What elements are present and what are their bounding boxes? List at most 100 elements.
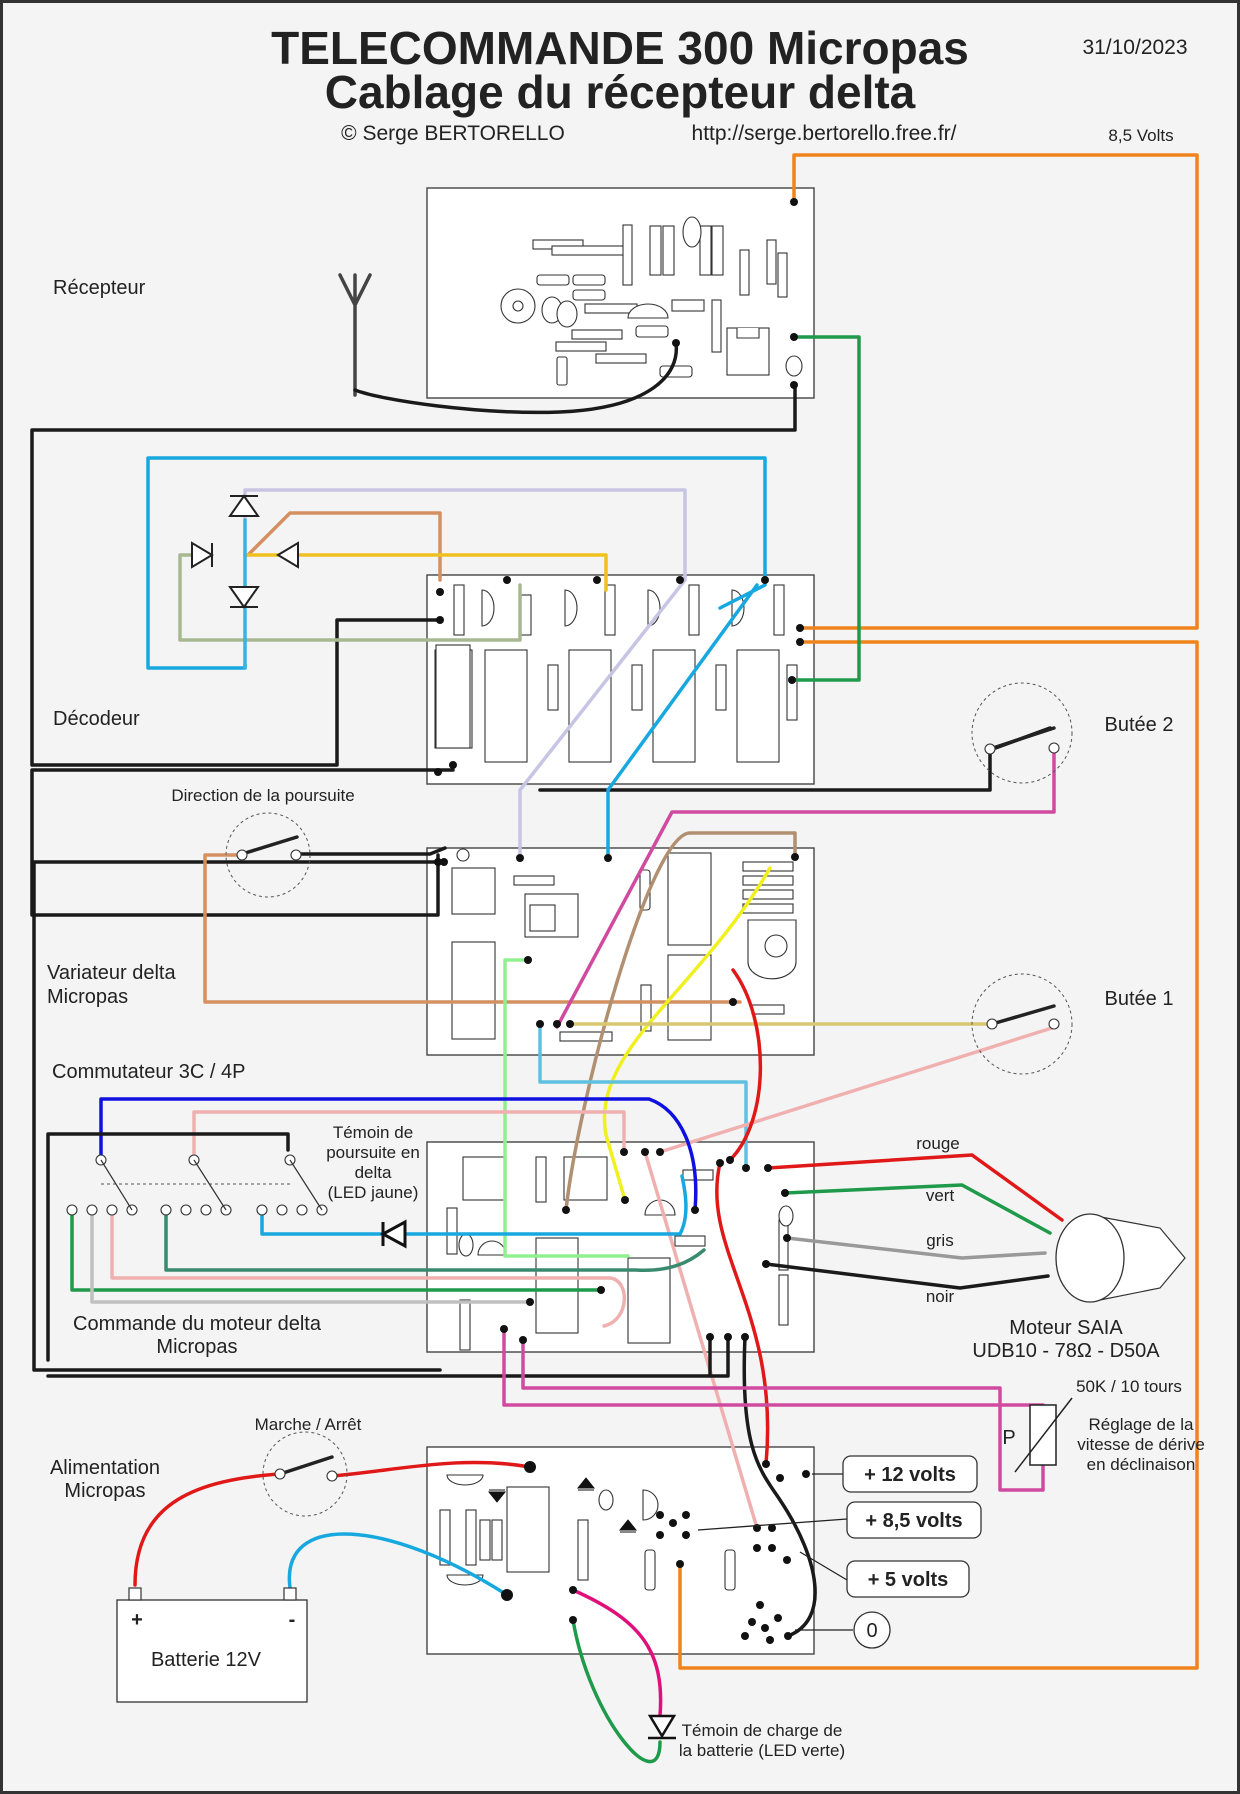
wire-green-comm (70, 1208, 603, 1292)
wire-lightgreen (503, 958, 630, 1258)
wire-green-led (571, 1618, 662, 1764)
voltage-pointers (697, 1473, 853, 1631)
copyright: © Serge BERTORELLO (341, 122, 565, 145)
motor-body (1055, 1213, 1125, 1303)
title-line2: Cablage du récepteur delta (325, 66, 916, 118)
wires (30, 153, 1199, 1764)
website-link[interactable]: http://serge.bertorello.free.fr/ (692, 122, 957, 145)
label-variateur-1: Variateur delta (47, 962, 176, 984)
wire-cyan-comm (260, 1174, 688, 1236)
label-commutateur: Commutateur 3C / 4P (52, 1061, 245, 1083)
switch-butee2[interactable] (971, 682, 1073, 784)
components-commande (446, 1156, 794, 1351)
wire-red-marche (133, 1460, 532, 1587)
label-alim-2: Micropas (64, 1480, 145, 1502)
label-alim-1: Alimentation (50, 1457, 160, 1479)
voltage-buttons (842, 1455, 982, 1649)
wire-pink-butee1 (658, 1025, 1057, 1154)
label-decodeur: Décodeur (53, 708, 140, 730)
switch-butee1[interactable] (971, 973, 1073, 1075)
wire-green (790, 335, 861, 682)
label-reglage-1: Réglage de la (1089, 1415, 1194, 1434)
switch-arm-direction (240, 835, 299, 856)
wire-black-alim (742, 1335, 817, 1638)
switch-arm-butee2 (988, 726, 1056, 751)
label-direction: Direction de la poursuite (171, 786, 354, 805)
button-12v[interactable] (842, 1455, 978, 1493)
switch-marche[interactable] (262, 1431, 348, 1517)
led-right-icon (276, 541, 299, 569)
date: 31/10/2023 (1082, 36, 1187, 59)
label-recepteur: Récepteur (53, 277, 146, 299)
wire-blue (99, 1097, 698, 1212)
wire-black-var-sw (294, 846, 447, 856)
switch-arm-butee1 (990, 1004, 1056, 1026)
label-moteur-1: Moteur SAIA (1009, 1317, 1123, 1339)
wire-tan (246, 511, 442, 582)
label-temoin-3: delta (355, 1163, 392, 1182)
label-butee2: Butée 2 (1105, 714, 1174, 736)
wire-brown (564, 831, 797, 1212)
button-ground-label[interactable]: 0 (866, 1620, 877, 1642)
wire-motor-gray (785, 1236, 1047, 1260)
commutateur-contacts (66, 1154, 328, 1216)
button-5v[interactable] (846, 1560, 970, 1598)
label-rouge: rouge (916, 1134, 959, 1153)
components-alimentation (439, 1474, 736, 1591)
label-batterie: Batterie 12V (151, 1649, 262, 1671)
switch-circles (225, 682, 1073, 1517)
label-temoin-4: (LED jaune) (328, 1183, 419, 1202)
led-green-icon (647, 1714, 677, 1740)
label-moteur-2: UDB10 - 78Ω - D50A (972, 1340, 1160, 1362)
label-8-5-volts: 8,5 Volts (1108, 126, 1173, 145)
button-ground[interactable] (853, 1611, 891, 1649)
leds (191, 494, 677, 1740)
wire-magenta-butee2 (555, 746, 1056, 1029)
wire-pink-lower (110, 1208, 626, 1328)
label-charge-1: Témoin de charge de (682, 1721, 843, 1740)
wire-hotpink (571, 1588, 663, 1718)
potentiometer[interactable] (1014, 1397, 1073, 1473)
label-pot-value: 50K / 10 tours (1076, 1377, 1182, 1396)
wire-yellow (243, 553, 608, 592)
switch-arm-marche (278, 1455, 334, 1476)
terminal-dots (434, 198, 810, 1644)
button-85v-label[interactable]: + 8,5 volts (865, 1510, 962, 1532)
wire-motor-red (766, 1153, 1064, 1222)
texts: TELECOMMANDE 300 Micropas Cablage du réc… (47, 22, 1205, 1760)
label-battery-plus: + (131, 1609, 143, 1631)
wire-teal (164, 1208, 706, 1272)
battery-body (116, 1599, 308, 1703)
label-pot-p: P (1002, 1427, 1015, 1449)
wire-blue-battery (287, 1532, 509, 1597)
button-85v[interactable] (846, 1501, 982, 1539)
label-commande-2: Micropas (156, 1336, 237, 1358)
label-commande-1: Commande du moteur delta (73, 1313, 322, 1335)
wire-orange (678, 153, 1199, 1670)
led-bottom-icon (228, 586, 260, 609)
wire-red-var (715, 968, 770, 1466)
wire-black-commande (46, 1132, 730, 1378)
wire-motor-black (764, 1262, 1050, 1290)
switch-direction[interactable] (225, 812, 311, 898)
components-variateur (451, 848, 797, 1042)
wire-black-rx (30, 341, 797, 767)
label-vert: vert (926, 1186, 955, 1205)
led-left-icon (191, 541, 214, 569)
battery (116, 1587, 308, 1703)
button-5v-label[interactable]: + 5 volts (868, 1569, 949, 1591)
label-variateur-2: Micropas (47, 986, 128, 1008)
led-top-icon (228, 494, 260, 517)
button-12v-label[interactable]: + 12 volts (864, 1464, 956, 1486)
wire-tan-var (203, 853, 742, 1004)
wire-silver (90, 1208, 532, 1304)
label-temoin-1: Témoin de (333, 1123, 413, 1142)
label-charge-2: la batterie (LED verte) (679, 1741, 845, 1760)
wire-pink-comm (192, 1110, 759, 1530)
wire-sage (178, 553, 522, 642)
wire-motor-green (783, 1183, 1052, 1235)
dip-switch (435, 644, 471, 749)
label-noir: noir (926, 1287, 955, 1306)
title-line1: TELECOMMANDE 300 Micropas (271, 22, 969, 74)
